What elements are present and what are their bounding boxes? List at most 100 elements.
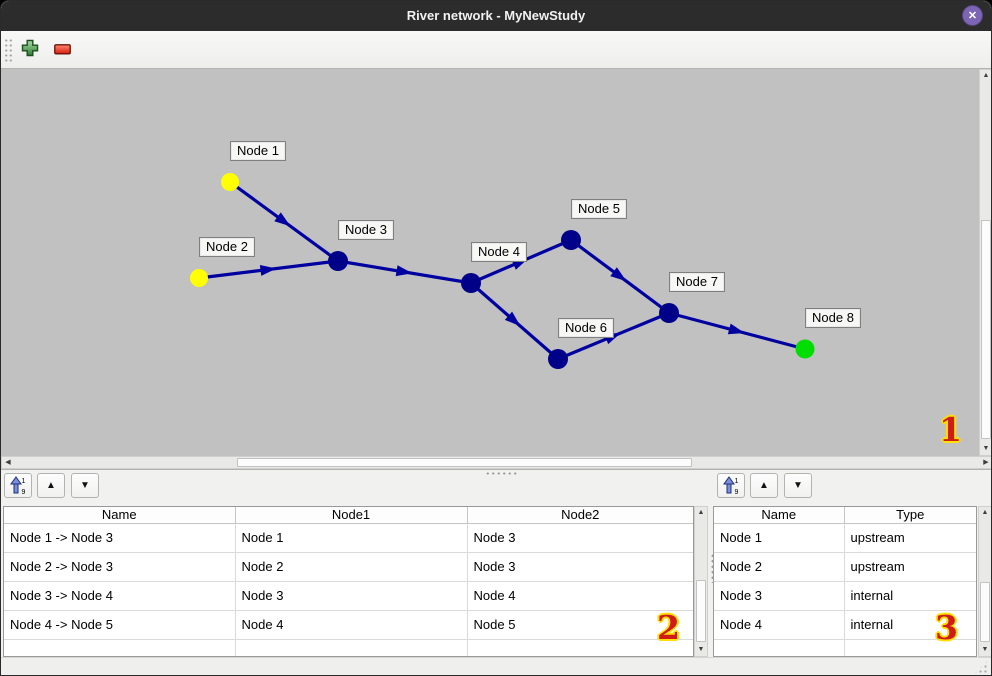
node-label[interactable]: Node 7	[669, 272, 725, 292]
graph-node[interactable]	[461, 273, 481, 293]
table-row-partial[interactable]	[4, 638, 693, 656]
scroll-down-icon[interactable]: ▼	[981, 646, 989, 653]
canvas-hscroll-thumb[interactable]	[237, 458, 692, 467]
cell-name[interactable]: Node 2	[714, 551, 845, 582]
cell-name[interactable]: Node 4	[714, 609, 845, 640]
scroll-down-icon[interactable]: ▼	[982, 445, 990, 452]
node-label[interactable]: Node 3	[338, 220, 394, 240]
links-move-down-button[interactable]: ▼	[71, 473, 99, 498]
node-label[interactable]: Node 8	[805, 308, 861, 328]
column-header[interactable]: Type	[843, 507, 976, 524]
column-header[interactable]: Node1	[234, 507, 468, 524]
table-row[interactable]: Node 4 internal	[714, 609, 976, 640]
edge-arrow-icon	[610, 267, 627, 282]
nodes-move-up-button[interactable]: ▲	[750, 473, 778, 498]
canvas-vertical-scrollbar[interactable]: ▲ ▼	[979, 69, 991, 456]
cell-name[interactable]: Node 3	[714, 580, 845, 611]
graph-node[interactable]	[221, 173, 239, 191]
nodes-scroll-thumb[interactable]	[980, 582, 990, 642]
svg-text:9: 9	[734, 489, 738, 495]
table-row[interactable]: Node 2 upstream	[714, 551, 976, 582]
node-label[interactable]: Node 5	[571, 199, 627, 219]
graph-node[interactable]	[795, 339, 815, 359]
scroll-down-icon[interactable]: ▼	[697, 646, 705, 653]
column-header[interactable]: Name	[714, 507, 845, 524]
cell-node2[interactable]: Node 3	[466, 551, 693, 582]
down-triangle-icon: ▼	[80, 480, 90, 491]
table-row[interactable]: Node 1 upstream	[714, 522, 976, 553]
links-table-scrollbar[interactable]: ▲ ▼	[694, 506, 708, 657]
graph-node[interactable]	[659, 303, 679, 323]
main-toolbar	[1, 31, 991, 69]
edge-arrow-icon	[395, 265, 413, 277]
scroll-right-icon[interactable]: ▶	[983, 459, 989, 466]
remove-button[interactable]	[54, 43, 71, 58]
cell-node2[interactable]: Node 3	[466, 522, 693, 553]
node-label[interactable]: Node 1	[230, 141, 286, 161]
table-row[interactable]: Node 2 -> Node 3 Node 2 Node 3	[4, 551, 693, 582]
table-row[interactable]: Node 4 -> Node 5 Node 4 Node 5	[4, 609, 693, 640]
cell-node2[interactable]: Node 5	[466, 609, 693, 640]
graph-node[interactable]	[190, 269, 208, 287]
cell-name[interactable]: Node 1	[714, 522, 845, 553]
graph-node[interactable]	[548, 349, 568, 369]
scroll-up-icon[interactable]: ▲	[981, 509, 989, 516]
cell-name[interactable]: Node 2 -> Node 3	[4, 551, 236, 582]
cell-type[interactable]: upstream	[843, 522, 976, 553]
graph-node[interactable]	[561, 230, 581, 250]
links-sort-button[interactable]: 1 9	[4, 473, 32, 498]
cell-node1[interactable]: Node 4	[234, 609, 468, 640]
cell-node2[interactable]: Node 4	[466, 580, 693, 611]
canvas-horizontal-scrollbar[interactable]: ◀ ▶	[1, 456, 991, 469]
cell-type[interactable]: internal	[843, 580, 976, 611]
scroll-up-icon[interactable]: ▲	[982, 72, 990, 79]
add-button[interactable]	[21, 39, 39, 60]
cell-type[interactable]: internal	[843, 609, 976, 640]
canvas-vscroll-thumb[interactable]	[981, 220, 991, 439]
node-label[interactable]: Node 4	[471, 242, 527, 262]
table-row[interactable]: Node 3 internal	[714, 580, 976, 611]
links-move-up-button[interactable]: ▲	[37, 473, 65, 498]
resize-grip[interactable]	[974, 660, 988, 674]
cell-node1[interactable]: Node 3	[234, 580, 468, 611]
links-table-container: Name Node1 Node2 Node 1 -> Node 3 Node 1…	[3, 506, 694, 657]
cell-name[interactable]: Node 1 -> Node 3	[4, 522, 236, 553]
network-graph	[190, 173, 815, 369]
toolbar-drag-handle[interactable]	[4, 38, 13, 64]
nodes-table-scrollbar[interactable]: ▲ ▼	[978, 506, 991, 657]
nodes-move-down-button[interactable]: ▼	[784, 473, 812, 498]
cell-name[interactable]: Node 4 -> Node 5	[4, 609, 236, 640]
table-row-partial[interactable]	[714, 638, 976, 656]
network-canvas[interactable]: Node 1 Node 2 Node 3 Node 4 Node 5 Node 6 Node…	[1, 69, 979, 456]
nodes-sort-button[interactable]: 1 9	[717, 473, 745, 498]
annotation-1: 1	[939, 410, 962, 449]
column-header[interactable]: Node2	[466, 507, 693, 524]
cell-type[interactable]: upstream	[843, 551, 976, 582]
edge-arrow-icon	[274, 212, 291, 227]
edge-arrow-icon	[504, 311, 521, 327]
links-scroll-thumb[interactable]	[696, 580, 706, 642]
nodes-table-container: Name Type Node 1 upstream Node 2 upstrea…	[713, 506, 977, 657]
column-header[interactable]: Name	[4, 507, 236, 524]
horizontal-splitter-handle[interactable]	[485, 471, 517, 476]
edge-arrow-icon	[727, 323, 745, 335]
titlebar[interactable]: River network - MyNewStudy ✕	[1, 1, 991, 31]
cell-node1[interactable]: Node 1	[234, 522, 468, 553]
links-header-row[interactable]: Name Node1 Node2	[4, 507, 693, 524]
vertical-splitter-handle[interactable]	[710, 553, 715, 583]
cell-node1[interactable]: Node 2	[234, 551, 468, 582]
table-row[interactable]: Node 1 -> Node 3 Node 1 Node 3	[4, 522, 693, 553]
table-row[interactable]: Node 3 -> Node 4 Node 3 Node 4	[4, 580, 693, 611]
node-label[interactable]: Node 2	[199, 237, 255, 257]
cell-name[interactable]: Node 3 -> Node 4	[4, 580, 236, 611]
nodes-header-row[interactable]: Name Type	[714, 507, 976, 524]
scroll-left-icon[interactable]: ◀	[5, 459, 11, 466]
node-label[interactable]: Node 6	[558, 318, 614, 338]
sort-ascending-icon: 1 9	[9, 476, 25, 495]
svg-text:1: 1	[21, 478, 25, 485]
scroll-up-icon[interactable]: ▲	[697, 509, 705, 516]
window-title: River network - MyNewStudy	[406, 8, 586, 23]
down-triangle-icon: ▼	[793, 480, 803, 491]
close-button[interactable]: ✕	[962, 5, 983, 26]
graph-node[interactable]	[328, 251, 348, 271]
